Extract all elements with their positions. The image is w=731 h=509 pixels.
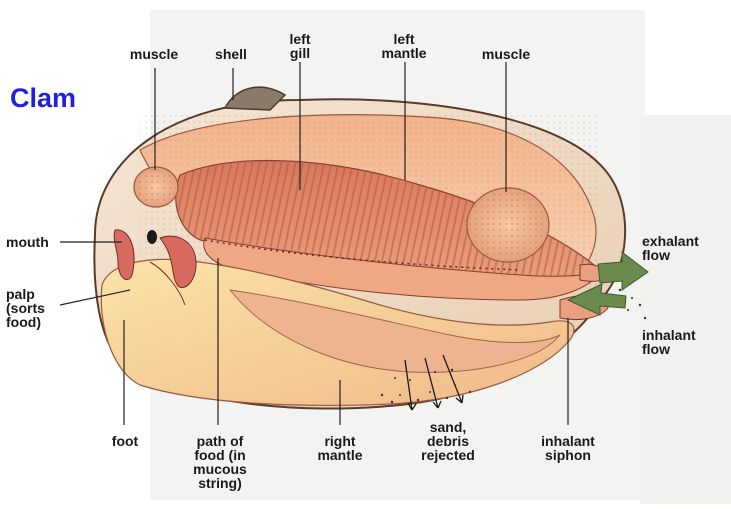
label-muscle-left: muscle: [118, 47, 190, 61]
label-mouth: mouth: [6, 235, 49, 249]
label-left-mantle: left mantle: [368, 32, 440, 60]
label-inhalant-siphon: inhalant siphon: [528, 434, 608, 462]
diagram-title: Clam: [10, 83, 76, 114]
right-muscle-texture: [469, 190, 547, 260]
label-path-of-food: path of food (in mucous string): [182, 434, 258, 490]
label-right-mantle: right mantle: [304, 434, 376, 462]
label-foot: foot: [100, 434, 150, 448]
label-left-gill: left gill: [272, 32, 328, 60]
label-palp: palp (sorts food): [6, 287, 45, 329]
scan-area-right: [640, 115, 731, 504]
label-muscle-right: muscle: [468, 47, 544, 61]
label-sand-debris: sand, debris rejected: [408, 420, 488, 462]
label-exhalant-flow: exhalant flow: [642, 234, 699, 262]
label-inhalant-flow: inhalant flow: [642, 328, 696, 356]
left-muscle-texture: [136, 169, 176, 205]
label-shell: shell: [200, 47, 262, 61]
mouth-shape: [147, 230, 157, 244]
